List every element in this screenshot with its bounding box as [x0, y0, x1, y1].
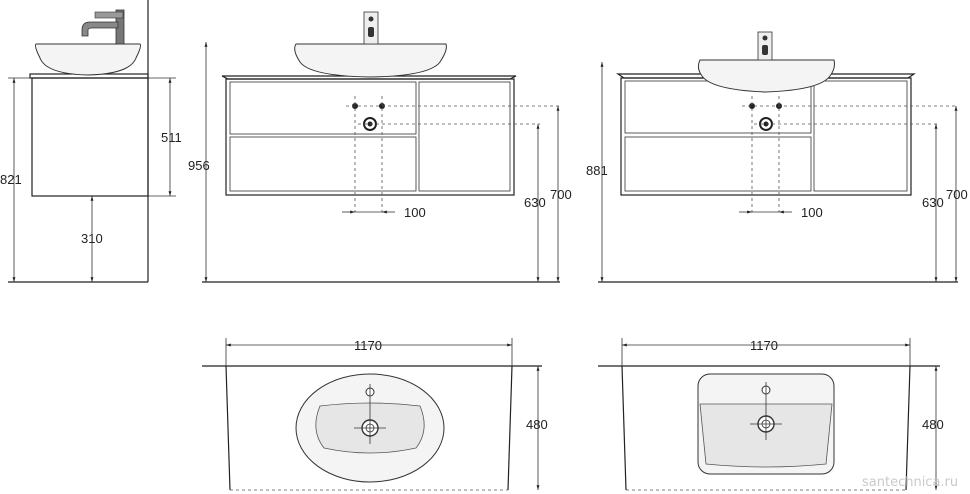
top-view-oval: 1170 480 — [202, 338, 548, 491]
side-faucet — [81, 9, 125, 45]
front-view-semi-recessed: 100 881 630 700 — [586, 31, 968, 283]
top-view-rectangular: 1170 480 — [598, 338, 944, 491]
top1-depth-label: 480 — [526, 417, 548, 432]
front1-drain-height-label: 630 — [524, 195, 546, 210]
side-vessel-basin — [35, 43, 141, 76]
side-total-height-label: 821 — [0, 172, 22, 187]
front1-drawer-top — [229, 81, 417, 135]
side-view: 821 511 310 — [0, 0, 182, 283]
top2-depth-label: 480 — [922, 417, 944, 432]
front2-faucet — [757, 31, 773, 61]
front1-drawer-bottom — [229, 136, 417, 192]
top1-width-label: 1170 — [354, 338, 382, 353]
side-cabinet-height-label: 511 — [161, 130, 182, 145]
front1-open-shelf — [418, 81, 511, 192]
top2-width-label: 1170 — [750, 338, 778, 353]
side-floor-clearance-label: 310 — [81, 231, 103, 246]
front2-drain-height-label: 630 — [922, 195, 944, 210]
front1-cabinet — [225, 78, 515, 196]
front1-holes-spacing-label: 100 — [404, 205, 426, 220]
front2-total-height-label: 881 — [586, 163, 608, 178]
front1-faucet — [363, 11, 379, 45]
front1-vessel-basin — [294, 43, 447, 78]
top2-countertop-edges — [621, 365, 911, 491]
front2-tap-height-label: 700 — [946, 187, 968, 202]
top1-countertop-edges — [225, 365, 513, 491]
front1-total-height-label: 956 — [188, 158, 210, 173]
front2-water-inlet-left — [749, 103, 755, 109]
front2-drawer-bottom — [624, 136, 812, 192]
front2-holes-spacing-label: 100 — [801, 205, 823, 220]
front2-open-shelf — [813, 80, 908, 192]
front2-cabinet — [620, 77, 912, 196]
side-cabinet — [31, 77, 149, 197]
front1-tap-height-label: 700 — [550, 187, 572, 202]
front2-semi-recessed-basin — [697, 59, 835, 93]
front-view-vessel: 100 956 630 700 — [188, 11, 572, 283]
watermark: santechnica.ru — [862, 475, 958, 490]
